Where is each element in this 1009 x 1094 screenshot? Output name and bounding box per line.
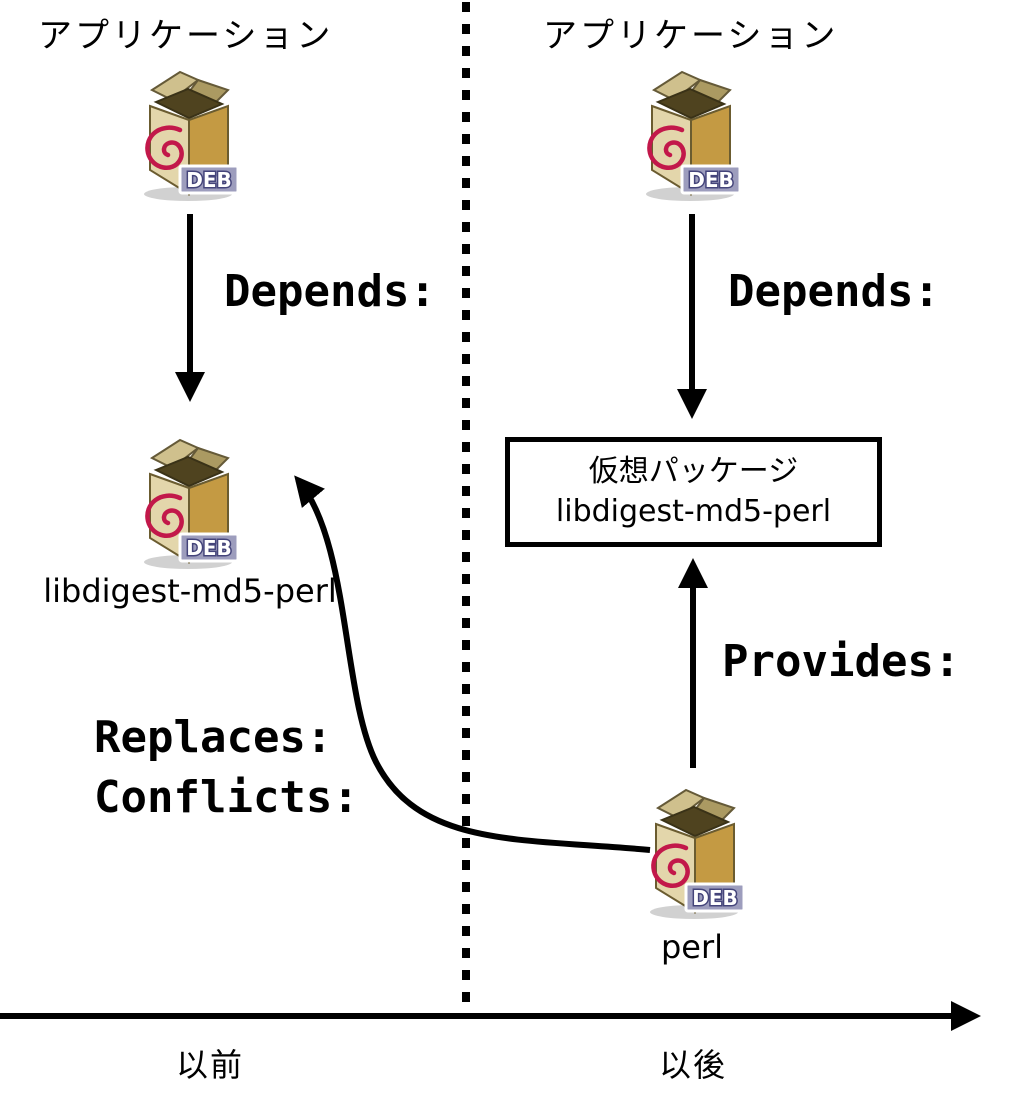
deb-package-icon-right-app <box>646 72 740 201</box>
deb-package-icon-left-app <box>144 72 238 201</box>
deb-package-icon-perl <box>650 790 744 919</box>
replaces-conflicts-arrow <box>294 475 651 853</box>
timeline-before-label: 以前 <box>175 1046 244 1084</box>
virtual-package-title: 仮想パッケージ <box>588 454 799 489</box>
left-app-title: アプリケーション <box>38 16 334 56</box>
timeline-after-label: 以後 <box>658 1046 727 1084</box>
depends-label-right: Depends: <box>728 266 940 317</box>
libdigest-package-label: libdigest-md5-perl <box>43 572 337 610</box>
provides-label: Provides: <box>722 636 961 687</box>
conflicts-label: Conflicts: <box>94 772 359 823</box>
perl-package-label: perl <box>660 928 724 966</box>
right-app-title: アプリケーション <box>543 16 839 56</box>
virtual-package-box: 仮想パッケージ libdigest-md5-perl <box>505 437 882 547</box>
virtual-package-name: libdigest-md5-perl <box>555 493 832 529</box>
deb-package-icon-libdigest <box>144 440 238 569</box>
replaces-label: Replaces: <box>94 712 333 763</box>
depends-label-left: Depends: <box>224 266 436 317</box>
